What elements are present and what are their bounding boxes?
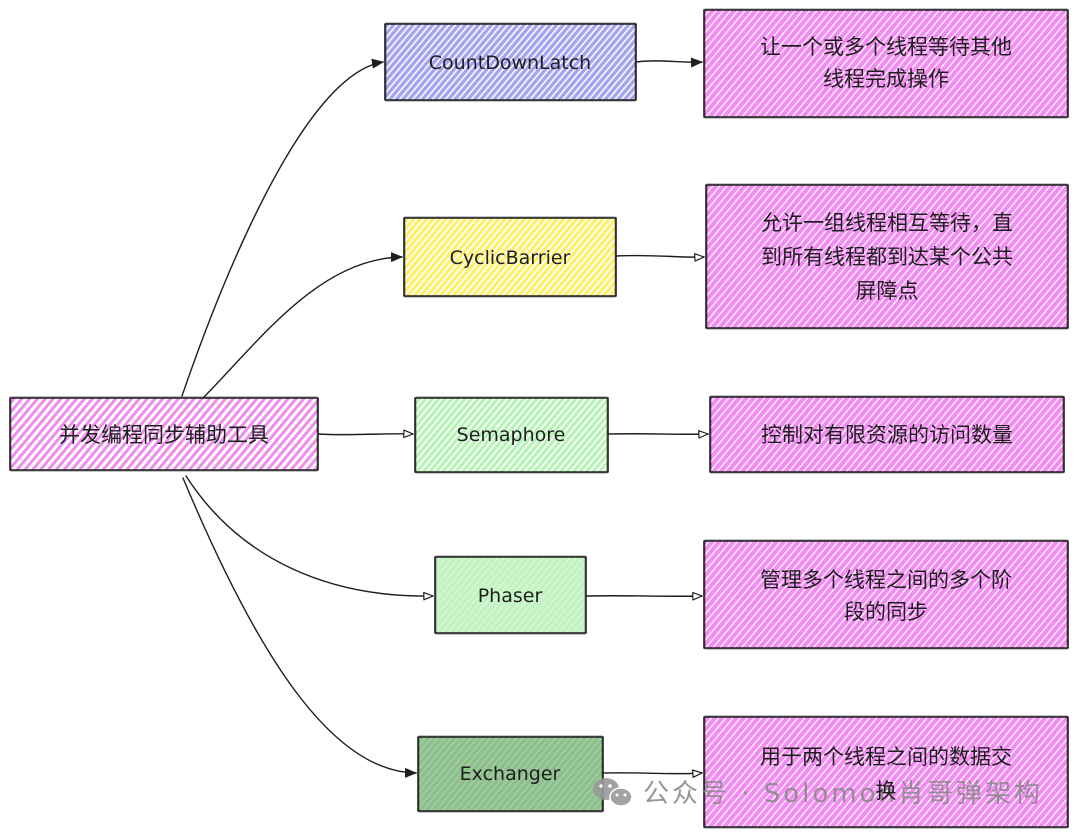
tool-node-exchanger — [417, 735, 604, 813]
tool-box-border-sketch — [404, 216, 616, 298]
tool-box-border — [403, 217, 617, 297]
description-box-border — [703, 9, 1069, 118]
description-box — [704, 10, 1068, 117]
watermark: 公众号 · Solomon肖哥弹架构 — [593, 778, 1043, 809]
description-node-exchanger — [703, 715, 1069, 829]
root-node-label: 并发编程同步辅助工具 — [59, 423, 269, 447]
edge-root-semaphore — [317, 429, 414, 438]
description-box-border-sketch — [704, 8, 1068, 119]
edge-root-countdownlatch — [181, 58, 384, 397]
description-node-countdownlatch — [703, 8, 1069, 119]
root-node-box — [10, 398, 318, 470]
tool-node-phaser — [434, 555, 587, 635]
tool-label-countdownlatch: CountDownLatch — [429, 52, 591, 74]
tool-node-cyclicbarrier — [403, 216, 617, 298]
tool-box-border — [434, 556, 587, 634]
edge-phaser-description — [585, 592, 703, 601]
tool-box — [385, 24, 636, 100]
root-node-border — [9, 397, 319, 471]
tool-label-cyclicbarrier: CyclicBarrier — [450, 247, 571, 269]
tool-box — [418, 737, 603, 811]
description-line: 让一个或多个线程等待其他 — [760, 35, 1012, 59]
edge-countdownlatch-description — [635, 57, 703, 68]
tool-label-phaser: Phaser — [478, 585, 543, 607]
tool-label-exchanger: Exchanger — [460, 763, 561, 785]
edge-exchanger-description — [602, 769, 703, 778]
tool-box-border — [417, 736, 604, 812]
description-line: 管理多个线程之间的多个阶 — [760, 568, 1012, 592]
tool-box-border-sketch — [415, 396, 608, 474]
description-line: 控制对有限资源的访问数量 — [761, 423, 1013, 447]
edge-cyclicbarrier-description — [615, 253, 705, 262]
edge-root-exchanger — [182, 477, 417, 778]
root-node-border-sketch — [10, 396, 318, 472]
watermark-text: 公众号 · Solomon肖哥弹架构 — [643, 779, 1043, 809]
description-line: 到所有线程都到达某个公共 — [761, 245, 1013, 269]
description-box-border — [703, 540, 1069, 649]
description-line: 允许一组线程相互等待，直 — [761, 211, 1013, 235]
description-node-phaser — [703, 539, 1069, 650]
description-box — [706, 185, 1068, 328]
description-line: 换 — [876, 779, 897, 803]
tool-node-semaphore — [414, 396, 609, 474]
tool-box-border-sketch — [385, 22, 636, 102]
description-box-border-sketch — [710, 395, 1064, 474]
description-box-border-sketch — [704, 715, 1068, 829]
edge-root-phaser — [185, 475, 434, 601]
tool-node-countdownlatch — [384, 22, 637, 102]
description-box-border — [703, 716, 1069, 828]
description-box-border — [709, 396, 1065, 473]
edge-semaphore-description — [607, 430, 709, 439]
tool-box — [404, 218, 616, 296]
tool-box — [435, 557, 586, 633]
tool-label-semaphore: Semaphore — [457, 424, 566, 446]
root-node — [9, 396, 319, 472]
description-box-border — [705, 184, 1069, 329]
description-line: 段的同步 — [844, 600, 928, 624]
description-line: 用于两个线程之间的数据交 — [760, 745, 1012, 769]
description-line: 屏障点 — [856, 279, 919, 303]
tool-box-border — [384, 23, 637, 101]
description-node-cyclicbarrier — [705, 183, 1069, 330]
tool-box-border — [414, 397, 609, 473]
description-box — [710, 397, 1064, 472]
tool-box-border-sketch — [418, 735, 603, 813]
tool-box — [415, 398, 608, 472]
edges — [181, 57, 709, 778]
description-box — [704, 717, 1068, 827]
description-node-semaphore — [709, 395, 1065, 474]
wechat-icon — [593, 778, 633, 807]
tool-box-border-sketch — [435, 555, 586, 635]
description-line: 线程完成操作 — [823, 67, 949, 91]
description-box-border-sketch — [706, 183, 1068, 330]
description-box — [704, 541, 1068, 648]
description-box-border-sketch — [704, 539, 1068, 650]
edge-root-cyclicbarrier — [203, 252, 403, 398]
